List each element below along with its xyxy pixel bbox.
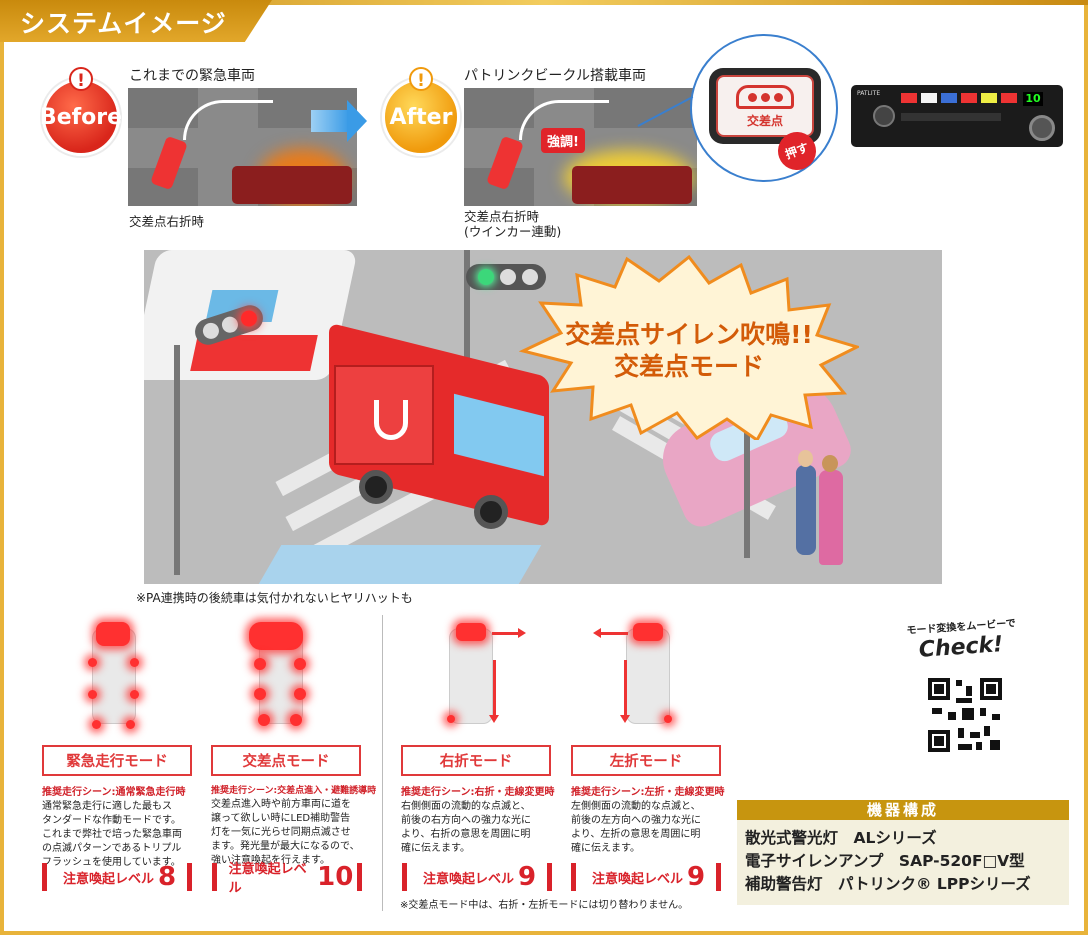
before-title: これまでの緊急車両 (129, 68, 255, 84)
signal-icon (736, 85, 794, 109)
right-arrow-icon (347, 100, 367, 142)
button-callout: 交差点 押す (690, 34, 838, 182)
section-title: システムイメージ (20, 9, 227, 38)
mode-scene: 推奨走行シーン:右折・走線変更時 (401, 787, 555, 798)
traffic-signal-center (466, 264, 546, 290)
panel-knob[interactable] (873, 105, 895, 127)
mode-title: 交差点モード (211, 745, 361, 776)
before-caption: 交差点右折時 (129, 214, 205, 229)
mode-desc: 通常緊急走行に適した最もスタンダードな作動モードです。これまで弊社で培った緊急車… (42, 801, 182, 868)
mode-note: ※交差点モード中は、右折・左折モードには切り替わりません。 (400, 900, 689, 911)
before-scene-image (128, 88, 357, 206)
exclamation-icon: ! (409, 67, 433, 91)
before-badge: ! Before (39, 67, 123, 156)
after-badge: ! After (382, 67, 460, 156)
crossing-button-label: 交差点 (746, 114, 783, 128)
emphasis-label: 強調! (541, 128, 585, 153)
vehicle-top-right-turn (449, 628, 493, 724)
volume-knob[interactable] (1029, 115, 1055, 141)
mode-scene: 推奨走行シーン:交差点進入・避難誘導時 (211, 786, 377, 796)
after-scene-image: 強調! (464, 88, 697, 206)
turn-arrow-icon (183, 100, 273, 140)
fire-truck-icon (232, 166, 352, 204)
equipment-item: 補助警告灯 パトリンク® LPPシリーズ (745, 875, 1031, 893)
left-arrow-icon (600, 632, 628, 635)
pedestrian-man (796, 465, 816, 555)
burst-line1: 交差点サイレン吹鳴!! (565, 320, 813, 349)
movie-check-label[interactable]: モード変換をムービーで Check! (876, 618, 1046, 668)
crossing-button[interactable]: 交差点 (709, 68, 821, 144)
mode-card-emergency: 緊急走行モード 推奨走行シーン:通常緊急走行時 通常緊急走行に適した最もスタンダ… (42, 745, 202, 870)
section-divider (382, 615, 383, 911)
down-arrow-icon (493, 660, 496, 718)
mode-desc: 左側側面の流動的な点滅と、前後の左方向への強力な光により、左折の意思を周囲に明確… (571, 801, 701, 854)
after-caption: 交差点右折時 (ウインカー連動) (464, 209, 561, 239)
equipment-title: 機器構成 (737, 800, 1069, 820)
panel-brand: PATLITE (857, 90, 881, 97)
mode-title: 緊急走行モード (42, 745, 192, 776)
after-caption-line2: (ウインカー連動) (464, 224, 562, 239)
mode-desc: 右側側面の流動的な点滅と、前後の右方向への強力な光により、右折の意思を周囲に明確… (401, 801, 531, 854)
siren-burst: 交差点サイレン吹鳴!! 交差点モード (519, 255, 859, 440)
pedestrian-woman (819, 470, 843, 565)
mode-title: 左折モード (571, 745, 721, 776)
equipment-item: 電子サイレンアンプ SAP-520F□V型 (745, 852, 1025, 870)
vehicle-top-left-turn (626, 628, 670, 724)
mode-card-left-turn: 左折モード 推奨走行シーン:左折・走線変更時 左側側面の流動的な点滅と、前後の左… (571, 745, 731, 856)
qr-code[interactable] (928, 678, 1002, 752)
mode-scene: 推奨走行シーン:通常緊急走行時 (42, 787, 186, 798)
down-arrow-icon (624, 660, 627, 718)
equipment-box: 機器構成 散光式警光灯 ALシリーズ 電子サイレンアンプ SAP-520F□V型… (737, 800, 1069, 905)
after-badge-label: After (389, 104, 453, 130)
before-badge-label: Before (39, 104, 123, 130)
after-caption-line1: 交差点右折時 (464, 209, 540, 224)
equipment-item: 散光式警光灯 ALシリーズ (745, 829, 937, 847)
after-title: パトリンクビークル搭載車両 (464, 68, 646, 84)
fire-truck-icon (572, 166, 692, 204)
mode-desc: 交差点進入時や前方車両に道を譲って欲しい時にLED補助警告灯を一気に光らせ同期点… (211, 799, 360, 866)
right-arrow-icon (492, 632, 520, 635)
control-panel: PATLITE 10 (851, 85, 1063, 147)
mode-card-right-turn: 右折モード 推奨走行シーン:右折・走線変更時 右側側面の流動的な点滅と、前後の右… (401, 745, 561, 856)
mode-card-crossing: 交差点モード 推奨走行シーン:交差点進入・避難誘導時 交差点進入時や前方車両に道… (211, 745, 377, 868)
scene-footnote: ※PA連携時の後続車は気付かれないヒヤリハットも (136, 591, 413, 605)
burst-line2: 交差点モード (614, 352, 764, 381)
arrow-shaft (311, 110, 349, 132)
exclamation-icon: ! (69, 67, 93, 91)
mode-title: 右折モード (401, 745, 551, 776)
panel-counter: 10 (1023, 92, 1043, 106)
section-header: システムイメージ (0, 0, 272, 42)
mode-scene: 推奨走行シーン:左折・走線変更時 (571, 787, 725, 798)
